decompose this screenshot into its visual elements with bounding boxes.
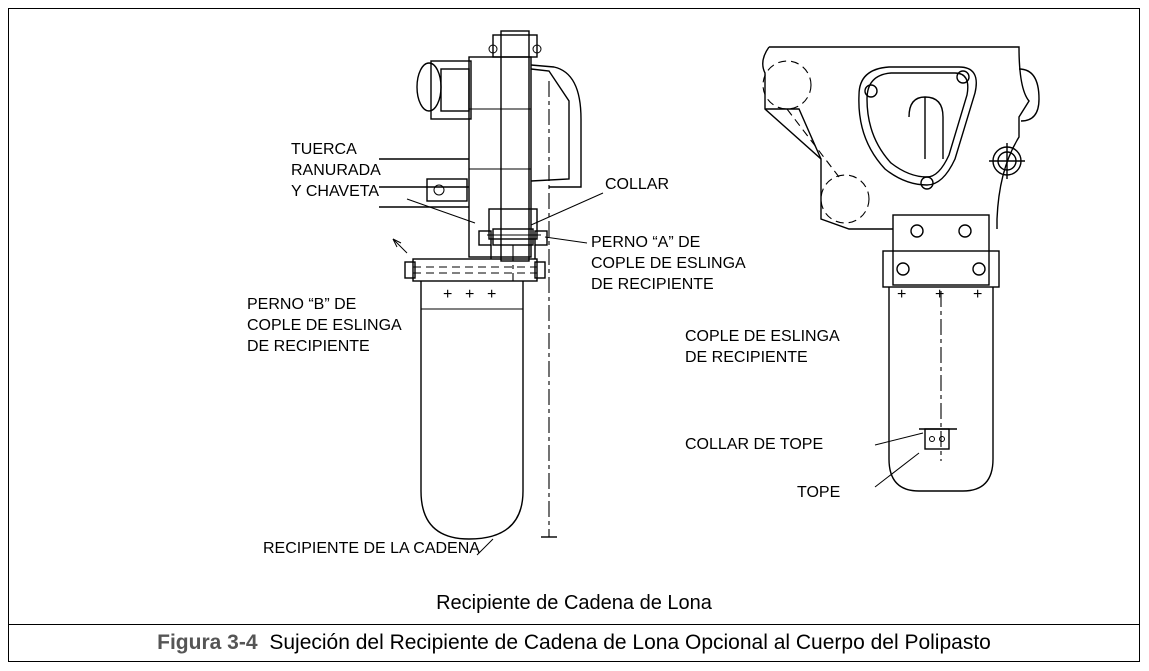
lug <box>426 178 468 202</box>
cam-plate <box>858 66 977 186</box>
svg-text:+: + <box>973 286 982 303</box>
figure-drawing-area: + + + <box>9 9 1139 624</box>
label-collar: COLLAR <box>605 176 669 193</box>
sprocket-outline <box>820 174 870 224</box>
label-perno-a-line2: COPLE DE ESLINGA <box>591 255 746 272</box>
leader-collar-tope <box>874 432 924 446</box>
bolt-b-nut <box>534 261 546 279</box>
leader-perno-a <box>544 236 588 244</box>
label-perno-a-line1: PERNO “A” DE <box>591 234 700 251</box>
hoist-housing-inner <box>530 68 570 182</box>
hex-bolt <box>972 262 986 276</box>
hoist-housing-outline <box>530 64 582 188</box>
sling-coupler-front <box>892 214 990 286</box>
label-tuerca-line2: RANURADA <box>291 162 381 179</box>
label-recipiente: RECIPIENTE DE LA CADENA <box>263 540 480 557</box>
caption-number: Figura 3-4 <box>157 631 258 654</box>
label-tope: TOPE <box>797 484 840 501</box>
label-cople-line2: DE RECIPIENTE <box>685 349 808 366</box>
hand-wheel <box>416 62 442 112</box>
sprocket-outline <box>762 60 812 110</box>
right-view-drawing: + + + <box>762 46 1040 492</box>
label-tuerca-line1: TUERCA <box>291 141 357 158</box>
label-cople-line1: COPLE DE ESLINGA <box>685 328 840 345</box>
svg-text:+: + <box>487 286 496 303</box>
figure-caption: Figura 3-4 Sujeción del Recipiente de Ca… <box>9 624 1139 661</box>
chain-container <box>420 281 524 540</box>
hoist-body-plate <box>468 56 532 258</box>
slotted-nut <box>478 230 492 246</box>
hoist-side-plate <box>500 30 530 262</box>
leader-collar <box>530 192 604 226</box>
sling-coupler <box>412 258 538 282</box>
left-view-drawing: + + + <box>379 30 604 556</box>
stop-collar <box>924 428 950 450</box>
figure-subtitle: Recipiente de Cadena de Lona <box>436 592 713 614</box>
gear-case <box>430 60 472 120</box>
label-perno-b-line1: PERNO “B” DE <box>247 296 356 313</box>
top-bolt <box>488 44 498 54</box>
leader-recipiente <box>476 538 494 556</box>
leader-tuerca <box>406 198 476 224</box>
svg-text:+: + <box>443 286 452 303</box>
label-perno-b-line3: DE RECIPIENTE <box>247 338 370 355</box>
svg-text:+: + <box>897 286 906 303</box>
hex-bolt <box>896 262 910 276</box>
label-collar-tope: COLLAR DE TOPE <box>685 436 823 453</box>
bolt-a-head <box>534 230 548 246</box>
hoist-body-outline <box>769 46 1030 229</box>
hex-bolt <box>910 224 924 238</box>
top-bracket <box>492 34 538 58</box>
label-tuerca-line3: Y CHAVETA <box>291 183 379 200</box>
technical-drawing: + + + <box>247 30 1040 614</box>
svg-text:+: + <box>465 286 474 303</box>
bolt-b-head <box>404 261 416 279</box>
svg-text:+: + <box>935 286 944 303</box>
chain-container-front <box>888 287 994 492</box>
caption-text: Sujeción del Recipiente de Cadena de Lon… <box>269 631 991 654</box>
label-perno-b-line2: COPLE DE ESLINGA <box>247 317 402 334</box>
leader-tope <box>874 452 920 488</box>
collar <box>492 228 534 246</box>
top-bolt <box>532 44 542 54</box>
hex-bolt <box>958 224 972 238</box>
figure-frame: + + + <box>8 8 1140 662</box>
label-perno-a-line3: DE RECIPIENTE <box>591 276 714 293</box>
